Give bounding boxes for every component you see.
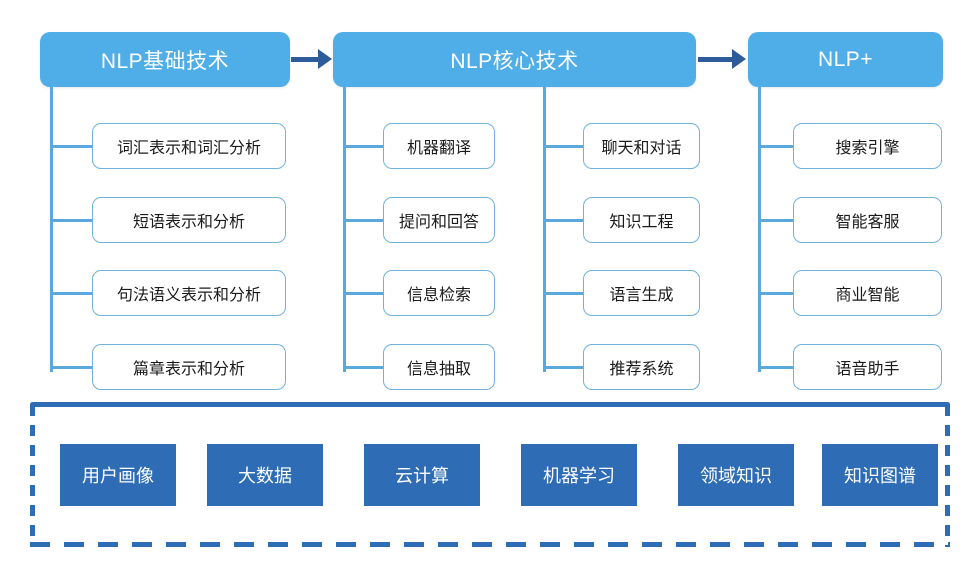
leaf-box-core-left-4[interactable]: 信息抽取 [383, 344, 495, 390]
arrow-head-icon [732, 49, 746, 69]
leaf-label: 信息抽取 [406, 361, 471, 378]
foundation-label: 大数据 [238, 466, 292, 486]
leaf-box-plus-3[interactable]: 商业智能 [793, 270, 942, 316]
header-label-nlp-core: NLP核心技术 [450, 49, 579, 73]
leaf-box-plus-4[interactable]: 语音助手 [793, 344, 942, 390]
leaf-label: 信息检索 [406, 287, 471, 304]
header-box-nlp-core[interactable]: NLP核心技术 [333, 32, 696, 87]
arrow-head-icon [318, 49, 332, 69]
leaf-box-basic-1[interactable]: 词汇表示和词汇分析 [92, 123, 286, 169]
connector-stub [343, 366, 383, 369]
foundation-label: 用户画像 [82, 466, 154, 486]
foundation-border-left [30, 405, 35, 547]
foundation-box-3[interactable]: 云计算 [364, 444, 480, 506]
connector-stub [758, 292, 798, 295]
leaf-box-core-right-3[interactable]: 语言生成 [583, 270, 700, 316]
connector-stub [758, 366, 798, 369]
foundation-border-top [30, 402, 950, 407]
connector-stub [758, 145, 798, 148]
leaf-label: 提问和回答 [398, 214, 479, 231]
connector-stub [50, 292, 92, 295]
connector-stub [758, 219, 798, 222]
foundation-box-1[interactable]: 用户画像 [60, 444, 176, 506]
leaf-box-plus-1[interactable]: 搜索引擎 [793, 123, 942, 169]
arrow-basic-to-core [291, 48, 332, 70]
foundation-border-right [945, 405, 950, 547]
arrow-shaft [698, 56, 732, 62]
arrow-shaft [291, 56, 318, 62]
connector-stub [50, 145, 92, 148]
connector-trunk-core-right [543, 87, 546, 372]
foundation-border-bottom [30, 542, 950, 547]
leaf-box-core-left-2[interactable]: 提问和回答 [383, 197, 495, 243]
leaf-box-plus-2[interactable]: 智能客服 [793, 197, 942, 243]
leaf-box-basic-3[interactable]: 句法语义表示和分析 [92, 270, 286, 316]
leaf-label: 商业智能 [835, 287, 900, 304]
connector-stub [343, 145, 383, 148]
foundation-layer: 用户画像 大数据 云计算 机器学习 领域知识 知识图谱 [30, 402, 950, 547]
header-label-nlp-basic: NLP基础技术 [100, 49, 230, 73]
leaf-label: 聊天和对话 [601, 140, 682, 157]
leaf-box-core-right-1[interactable]: 聊天和对话 [583, 123, 700, 169]
connector-stub [50, 366, 92, 369]
foundation-label: 机器学习 [543, 466, 615, 486]
leaf-box-basic-2[interactable]: 短语表示和分析 [92, 197, 286, 243]
connector-trunk-core-left [343, 87, 346, 372]
connector-stub [543, 292, 583, 295]
leaf-label: 知识工程 [609, 214, 674, 231]
connector-stub [543, 219, 583, 222]
leaf-label: 短语表示和分析 [132, 214, 245, 231]
leaf-label: 句法语义表示和分析 [116, 287, 261, 304]
connector-stub [543, 145, 583, 148]
leaf-label: 词汇表示和词汇分析 [116, 140, 261, 157]
leaf-box-core-left-1[interactable]: 机器翻译 [383, 123, 495, 169]
leaf-box-core-left-3[interactable]: 信息检索 [383, 270, 495, 316]
header-box-nlp-basic[interactable]: NLP基础技术 [40, 32, 290, 87]
leaf-label: 智能客服 [835, 214, 900, 231]
foundation-box-6[interactable]: 知识图谱 [822, 444, 938, 506]
foundation-box-2[interactable]: 大数据 [207, 444, 323, 506]
leaf-label: 语言生成 [609, 287, 674, 304]
connector-trunk-plus [758, 87, 761, 372]
foundation-box-5[interactable]: 领域知识 [678, 444, 794, 506]
connector-trunk-basic [50, 87, 53, 372]
leaf-box-basic-4[interactable]: 篇章表示和分析 [92, 344, 286, 390]
arrow-core-to-plus [698, 48, 746, 70]
leaf-box-core-right-2[interactable]: 知识工程 [583, 197, 700, 243]
header-box-nlp-plus[interactable]: NLP+ [748, 32, 943, 87]
connector-stub [50, 219, 92, 222]
foundation-label: 知识图谱 [844, 466, 916, 486]
leaf-label: 语音助手 [835, 361, 900, 378]
foundation-box-4[interactable]: 机器学习 [521, 444, 637, 506]
leaf-label: 搜索引擎 [835, 140, 900, 157]
connector-stub [343, 219, 383, 222]
connector-stub [543, 366, 583, 369]
leaf-box-core-right-4[interactable]: 推荐系统 [583, 344, 700, 390]
foundation-label: 领域知识 [700, 466, 772, 486]
leaf-label: 推荐系统 [609, 361, 674, 378]
foundation-label: 云计算 [395, 466, 449, 486]
leaf-label: 篇章表示和分析 [132, 361, 245, 378]
connector-stub [343, 292, 383, 295]
leaf-label: 机器翻译 [406, 140, 471, 157]
header-label-nlp-plus: NLP+ [817, 47, 874, 71]
